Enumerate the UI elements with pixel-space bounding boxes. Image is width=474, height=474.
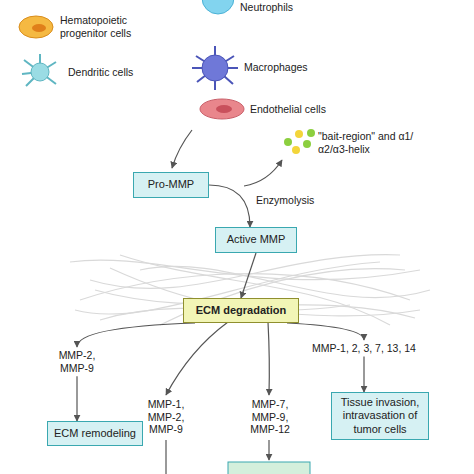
mmp-list: MMP-7, MMP-9, MMP-12 bbox=[246, 398, 294, 436]
outcome-box: Tissue invasion, intravasation of tumor … bbox=[331, 392, 429, 440]
arrow-connector bbox=[241, 253, 256, 298]
connector-line bbox=[209, 185, 250, 227]
fragment-release-arrow bbox=[244, 160, 282, 186]
arrow-connector bbox=[287, 323, 364, 392]
neutrophil-icon bbox=[202, 0, 234, 14]
dendritic-cell-icon bbox=[22, 54, 56, 86]
ecm-to-mmp-arrow bbox=[268, 322, 269, 395]
connector-line bbox=[287, 323, 364, 340]
fragment-label: "bait-region" and α1/ α2/α3-helix bbox=[318, 130, 430, 155]
cell-nucleus bbox=[216, 105, 232, 113]
down-arrow bbox=[165, 440, 166, 474]
cell-nucleus bbox=[32, 24, 46, 32]
outcome-box: ECM remodeling bbox=[47, 421, 143, 446]
cleaved-fragments bbox=[284, 129, 315, 154]
connector-line bbox=[241, 253, 256, 298]
ecm-to-mmp-arrow bbox=[166, 322, 228, 395]
cell-type-label: Neutrophils bbox=[240, 1, 330, 14]
process-box: Active MMP bbox=[215, 227, 297, 253]
cropped-outcome-box bbox=[228, 462, 310, 474]
mmp-list: MMP-2, MMP-9 bbox=[54, 349, 100, 374]
box-text: ECM degradation bbox=[196, 304, 286, 317]
dendritic-cell-body bbox=[31, 63, 49, 81]
cells-to-pro-mmp-arrow bbox=[172, 130, 192, 168]
box-text: Pro-MMP bbox=[148, 178, 194, 191]
cell-type-label: Hematopoietic progenitor cells bbox=[60, 14, 160, 39]
connector-line bbox=[363, 357, 364, 392]
arrow-connector bbox=[209, 185, 250, 227]
cell-type-label: Macrophages bbox=[244, 61, 344, 74]
ecm-fibers bbox=[70, 255, 430, 325]
macrophage-body bbox=[202, 55, 228, 81]
cell-type-label: Endothelial cells bbox=[250, 103, 360, 116]
down-arrow bbox=[268, 440, 269, 460]
endothelial-cell-icon bbox=[200, 99, 244, 119]
cell-type-label: Dendritic cells bbox=[68, 66, 168, 79]
hematopoietic-cell-icon bbox=[19, 16, 53, 38]
process-box: ECM degradation bbox=[183, 298, 299, 323]
step-label: Enzymolysis bbox=[256, 194, 336, 207]
mmp-list: MMP-1, MMP-2, MMP-9 bbox=[145, 398, 187, 436]
connector-line bbox=[77, 323, 195, 347]
cell-icons bbox=[19, 0, 244, 119]
macrophage-icon bbox=[192, 46, 238, 90]
box-text: ECM remodeling bbox=[54, 427, 136, 440]
box-text: Tissue invasion, intravasation of tumor … bbox=[335, 396, 425, 436]
connector-line bbox=[76, 376, 77, 421]
mmp-list: MMP-1, 2, 3, 7, 13, 14 bbox=[298, 342, 430, 355]
box-text: Active MMP bbox=[227, 233, 286, 246]
process-box: Pro-MMP bbox=[133, 172, 209, 198]
